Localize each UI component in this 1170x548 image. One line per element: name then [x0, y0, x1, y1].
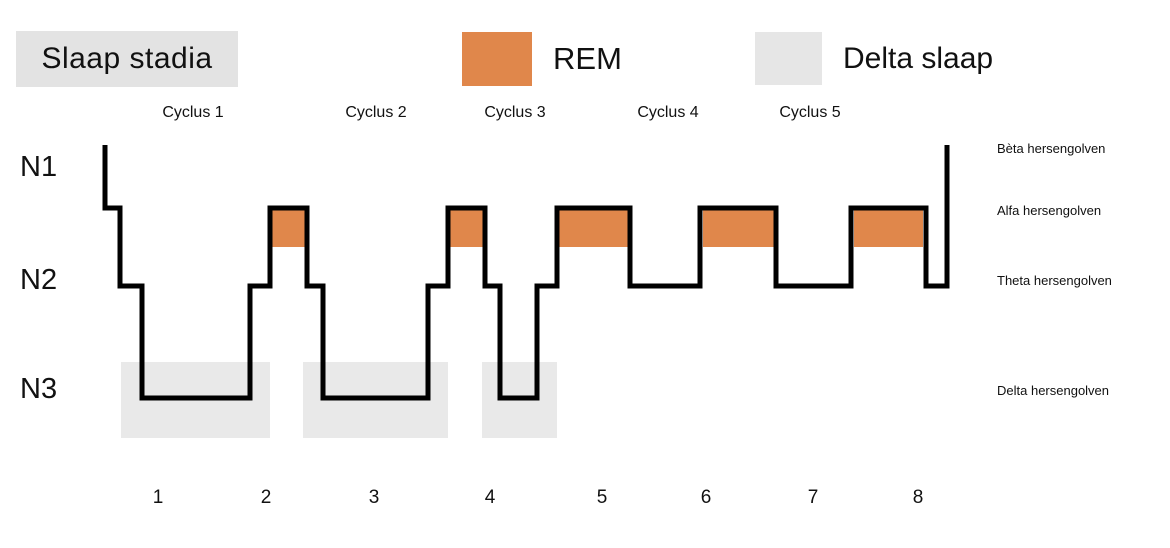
hour-tick-5: 5	[596, 487, 608, 508]
rem-block	[450, 210, 483, 247]
rem-block	[559, 210, 628, 247]
cycle-label-5: Cyclus 5	[779, 104, 841, 121]
rem-legend-label: REM	[553, 41, 622, 76]
stage-label-n1: N1	[20, 151, 58, 183]
brainwave-label-beta: Bèta hersengolven	[997, 141, 1106, 156]
stage-label-n3: N3	[20, 373, 58, 405]
hour-tick-6: 6	[700, 487, 712, 508]
brainwave-label-delta: Delta hersengolven	[997, 383, 1110, 398]
hypnogram-line	[102, 145, 950, 401]
rem-block	[272, 210, 305, 247]
rem-block	[854, 210, 923, 247]
hour-tick-3: 3	[368, 487, 380, 508]
delta-legend-label: Delta slaap	[843, 42, 994, 75]
hour-tick-4: 4	[484, 487, 496, 508]
cycle-label-3: Cyclus 3	[484, 104, 546, 121]
rem-legend-swatch	[462, 32, 532, 86]
cycle-label-1: Cyclus 1	[162, 104, 224, 121]
rem-block	[703, 210, 774, 247]
cycle-label-4: Cyclus 4	[637, 104, 699, 121]
brainwave-label-alfa: Alfa hersengolven	[997, 203, 1102, 218]
hour-tick-2: 2	[260, 487, 272, 508]
legend-title: Slaap stadia	[16, 31, 238, 87]
delta-legend-swatch	[755, 32, 822, 85]
hour-tick-1: 1	[152, 487, 164, 508]
hour-tick-8: 8	[912, 487, 924, 508]
brainwave-label-theta: Theta hersengolven	[997, 273, 1112, 288]
hour-tick-7: 7	[807, 487, 819, 508]
cycle-label-2: Cyclus 2	[345, 104, 407, 121]
stage-label-n2: N2	[20, 264, 58, 296]
